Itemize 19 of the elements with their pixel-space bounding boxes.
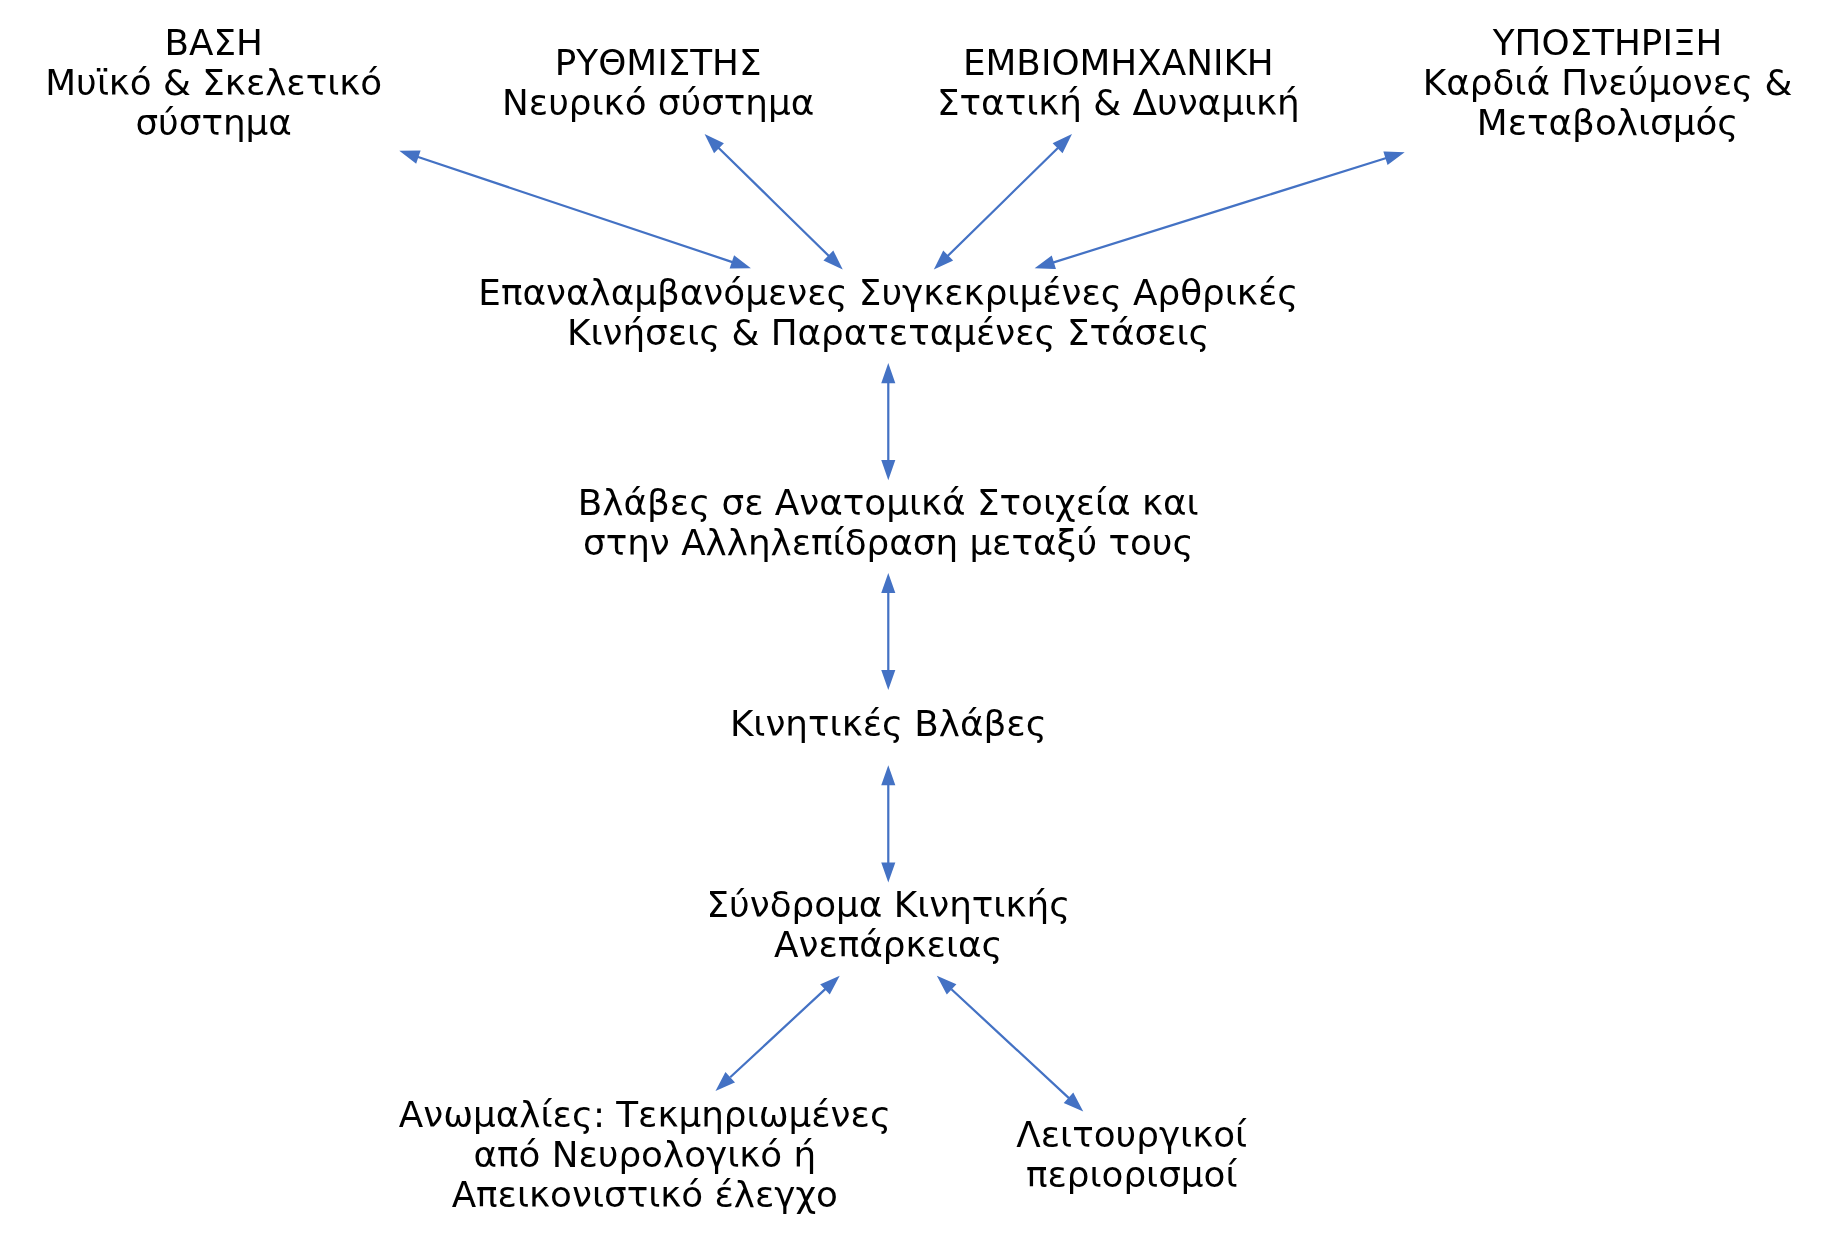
arrow (933, 134, 1072, 270)
arrow (880, 572, 895, 691)
node-text: Επαναλαμβανόμενες Συγκεκριμένες Αρθρικές Κινήσεις & Παρατεταμένες Στάσεις (477, 271, 1298, 354)
arrow (880, 363, 895, 481)
node-text: Σύνδρομα Κινητικής Ανεπάρκειας (705, 883, 1070, 966)
arrow (936, 975, 1083, 1112)
arrow (704, 134, 843, 270)
node-text: ΥΠΟΣΤΗΡΙΞΗ Καρδιά Πνεύμονες & Μεταβολισμός (1422, 21, 1792, 144)
node-text: Κινητικές Βλάβες (729, 702, 1047, 744)
node-text: ΒΑΣΗ Μυϊκό & Σκελετικό σύστημα (44, 21, 382, 144)
arrow (880, 765, 895, 883)
node-text: Ανωμαλίες: Τεκμηριωμένες από Νευρολογικό ή Απεικονιστικό έλεγχο (398, 1093, 891, 1216)
node-text: Λειτουργικοί περιορισμοί (1015, 1113, 1247, 1196)
arrow (398, 150, 751, 269)
arrow (1034, 151, 1405, 270)
arrow (715, 975, 840, 1091)
node-text: Βλάβες σε Ανατομικά Στοιχεία και στην Αλληλεπίδραση μεταξύ τους (577, 481, 1199, 564)
node-text: ΕΜΒΙΟΜΗΧΑΝΙΚΗ Στατική & Δυναμική (936, 41, 1300, 123)
node-text: ΡΥΘΜΙΣΤΗΣ Νευρικό σύστημα (501, 41, 814, 123)
